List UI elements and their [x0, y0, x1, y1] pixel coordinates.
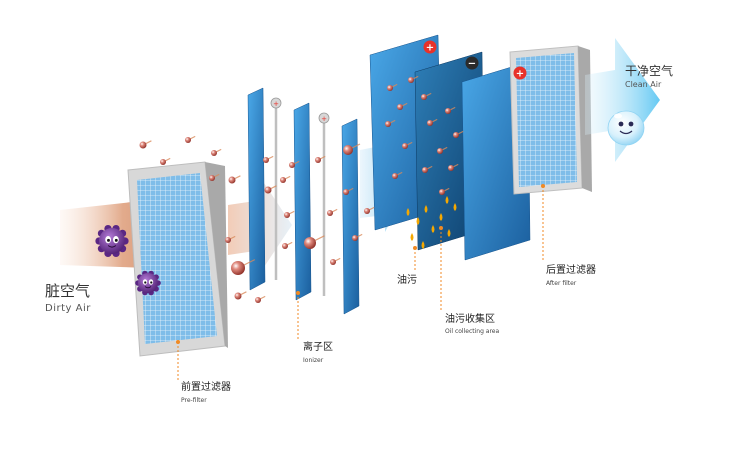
svg-text:−: −: [468, 59, 476, 70]
dust-particle: [263, 155, 274, 163]
dust-particle: [327, 208, 338, 216]
dust-particle: [387, 83, 398, 91]
dust-particle: [402, 141, 413, 149]
dust-particle: [304, 235, 325, 249]
dust-particle: [397, 102, 408, 110]
ionizer-electrodes: + +: [270, 97, 330, 296]
germ-icon: [135, 270, 161, 296]
dust-particle: [282, 241, 293, 249]
oil-collecting-label-en: Oil collecting area: [445, 328, 500, 335]
dust-particle: [255, 295, 266, 303]
ionizer-plates: [247, 87, 360, 315]
after-filter-label-zh: 后置过滤器: [546, 265, 596, 276]
dust-particle: [439, 187, 450, 195]
oil-drop-icon: [410, 233, 414, 241]
svg-text:+: +: [426, 43, 434, 54]
dust-particle: [231, 259, 256, 275]
dust-particle: [445, 106, 456, 114]
dust-particle: [284, 210, 295, 218]
leader-dots: [176, 184, 545, 344]
clean-air-label-en: Clean Air: [625, 80, 662, 89]
dust-particle: [185, 135, 196, 143]
dust-particle: [343, 187, 354, 195]
svg-text:+: +: [273, 100, 279, 108]
dust-particle: [160, 157, 171, 165]
oil-drop-icon: [439, 213, 443, 221]
dust-particle: [228, 175, 241, 184]
oil-drop-icon: [421, 241, 425, 249]
oil-drop-icon: [406, 208, 410, 216]
oil-drops: [406, 196, 457, 249]
positive-charge-icon: +: [423, 40, 437, 54]
pre-filter-label-en: Pre-filter: [181, 397, 207, 404]
dust-particle: [315, 155, 326, 163]
dust-particle: [280, 175, 291, 183]
ionizer-label-en: Ionizer: [303, 357, 324, 364]
dust-particle: [364, 206, 375, 214]
svg-text:+: +: [321, 115, 327, 123]
pre-filter-panel: [127, 161, 228, 357]
oil-collecting-label-zh: 油污收集区: [445, 314, 495, 325]
dirty-air-label-en: Dirty Air: [45, 303, 91, 314]
dust-particle: [427, 118, 438, 126]
oil-drop-icon: [445, 196, 449, 204]
dust-particle: [343, 143, 361, 155]
dust-particle: [448, 163, 459, 171]
oil-drop-icon: [416, 217, 420, 225]
dust-particle: [352, 233, 363, 241]
oil-drop-icon: [447, 229, 451, 237]
dust-particle: [385, 119, 396, 127]
positive-charge-icon: +: [513, 66, 527, 80]
oil-drop-icon: [453, 203, 457, 211]
germ-icon: [95, 224, 129, 258]
dust-particle: [264, 185, 277, 194]
dust-particle: [421, 92, 432, 100]
leader-lines: [177, 186, 544, 380]
dust-particle: [437, 146, 448, 154]
oil-label-zh: 油污: [397, 275, 417, 286]
after-filter-label-en: After filter: [546, 280, 577, 287]
dust-particle: [209, 173, 220, 181]
ionizer-label-zh: 离子区: [303, 342, 333, 353]
oil-drop-icon: [424, 205, 428, 213]
clean-air-bubble-icon: [607, 110, 645, 146]
svg-text:+: +: [516, 69, 524, 80]
negative-charge-icon: −: [465, 56, 479, 70]
dust-particle: [422, 165, 433, 173]
dust-particle: [289, 160, 300, 168]
dust-particle: [408, 75, 419, 83]
dust-particle: [234, 291, 247, 300]
oil-drop-icon: [431, 225, 435, 233]
dust-particle: [453, 130, 464, 138]
dust-particles: [139, 75, 464, 303]
clean-air-flow-arrow: [585, 38, 660, 162]
dust-particle: [225, 235, 236, 243]
pre-filter-label-zh: 前置过滤器: [181, 382, 231, 393]
dust-particle: [139, 140, 152, 149]
dust-particle: [392, 171, 403, 179]
germ-icons: [95, 224, 161, 296]
dust-particle: [330, 257, 341, 265]
dust-particle: [211, 148, 222, 156]
dirty-air-label-zh: 脏空气: [45, 282, 91, 300]
after-filter-panel: [509, 45, 592, 195]
clean-air-label-zh: 干净空气: [625, 64, 674, 78]
